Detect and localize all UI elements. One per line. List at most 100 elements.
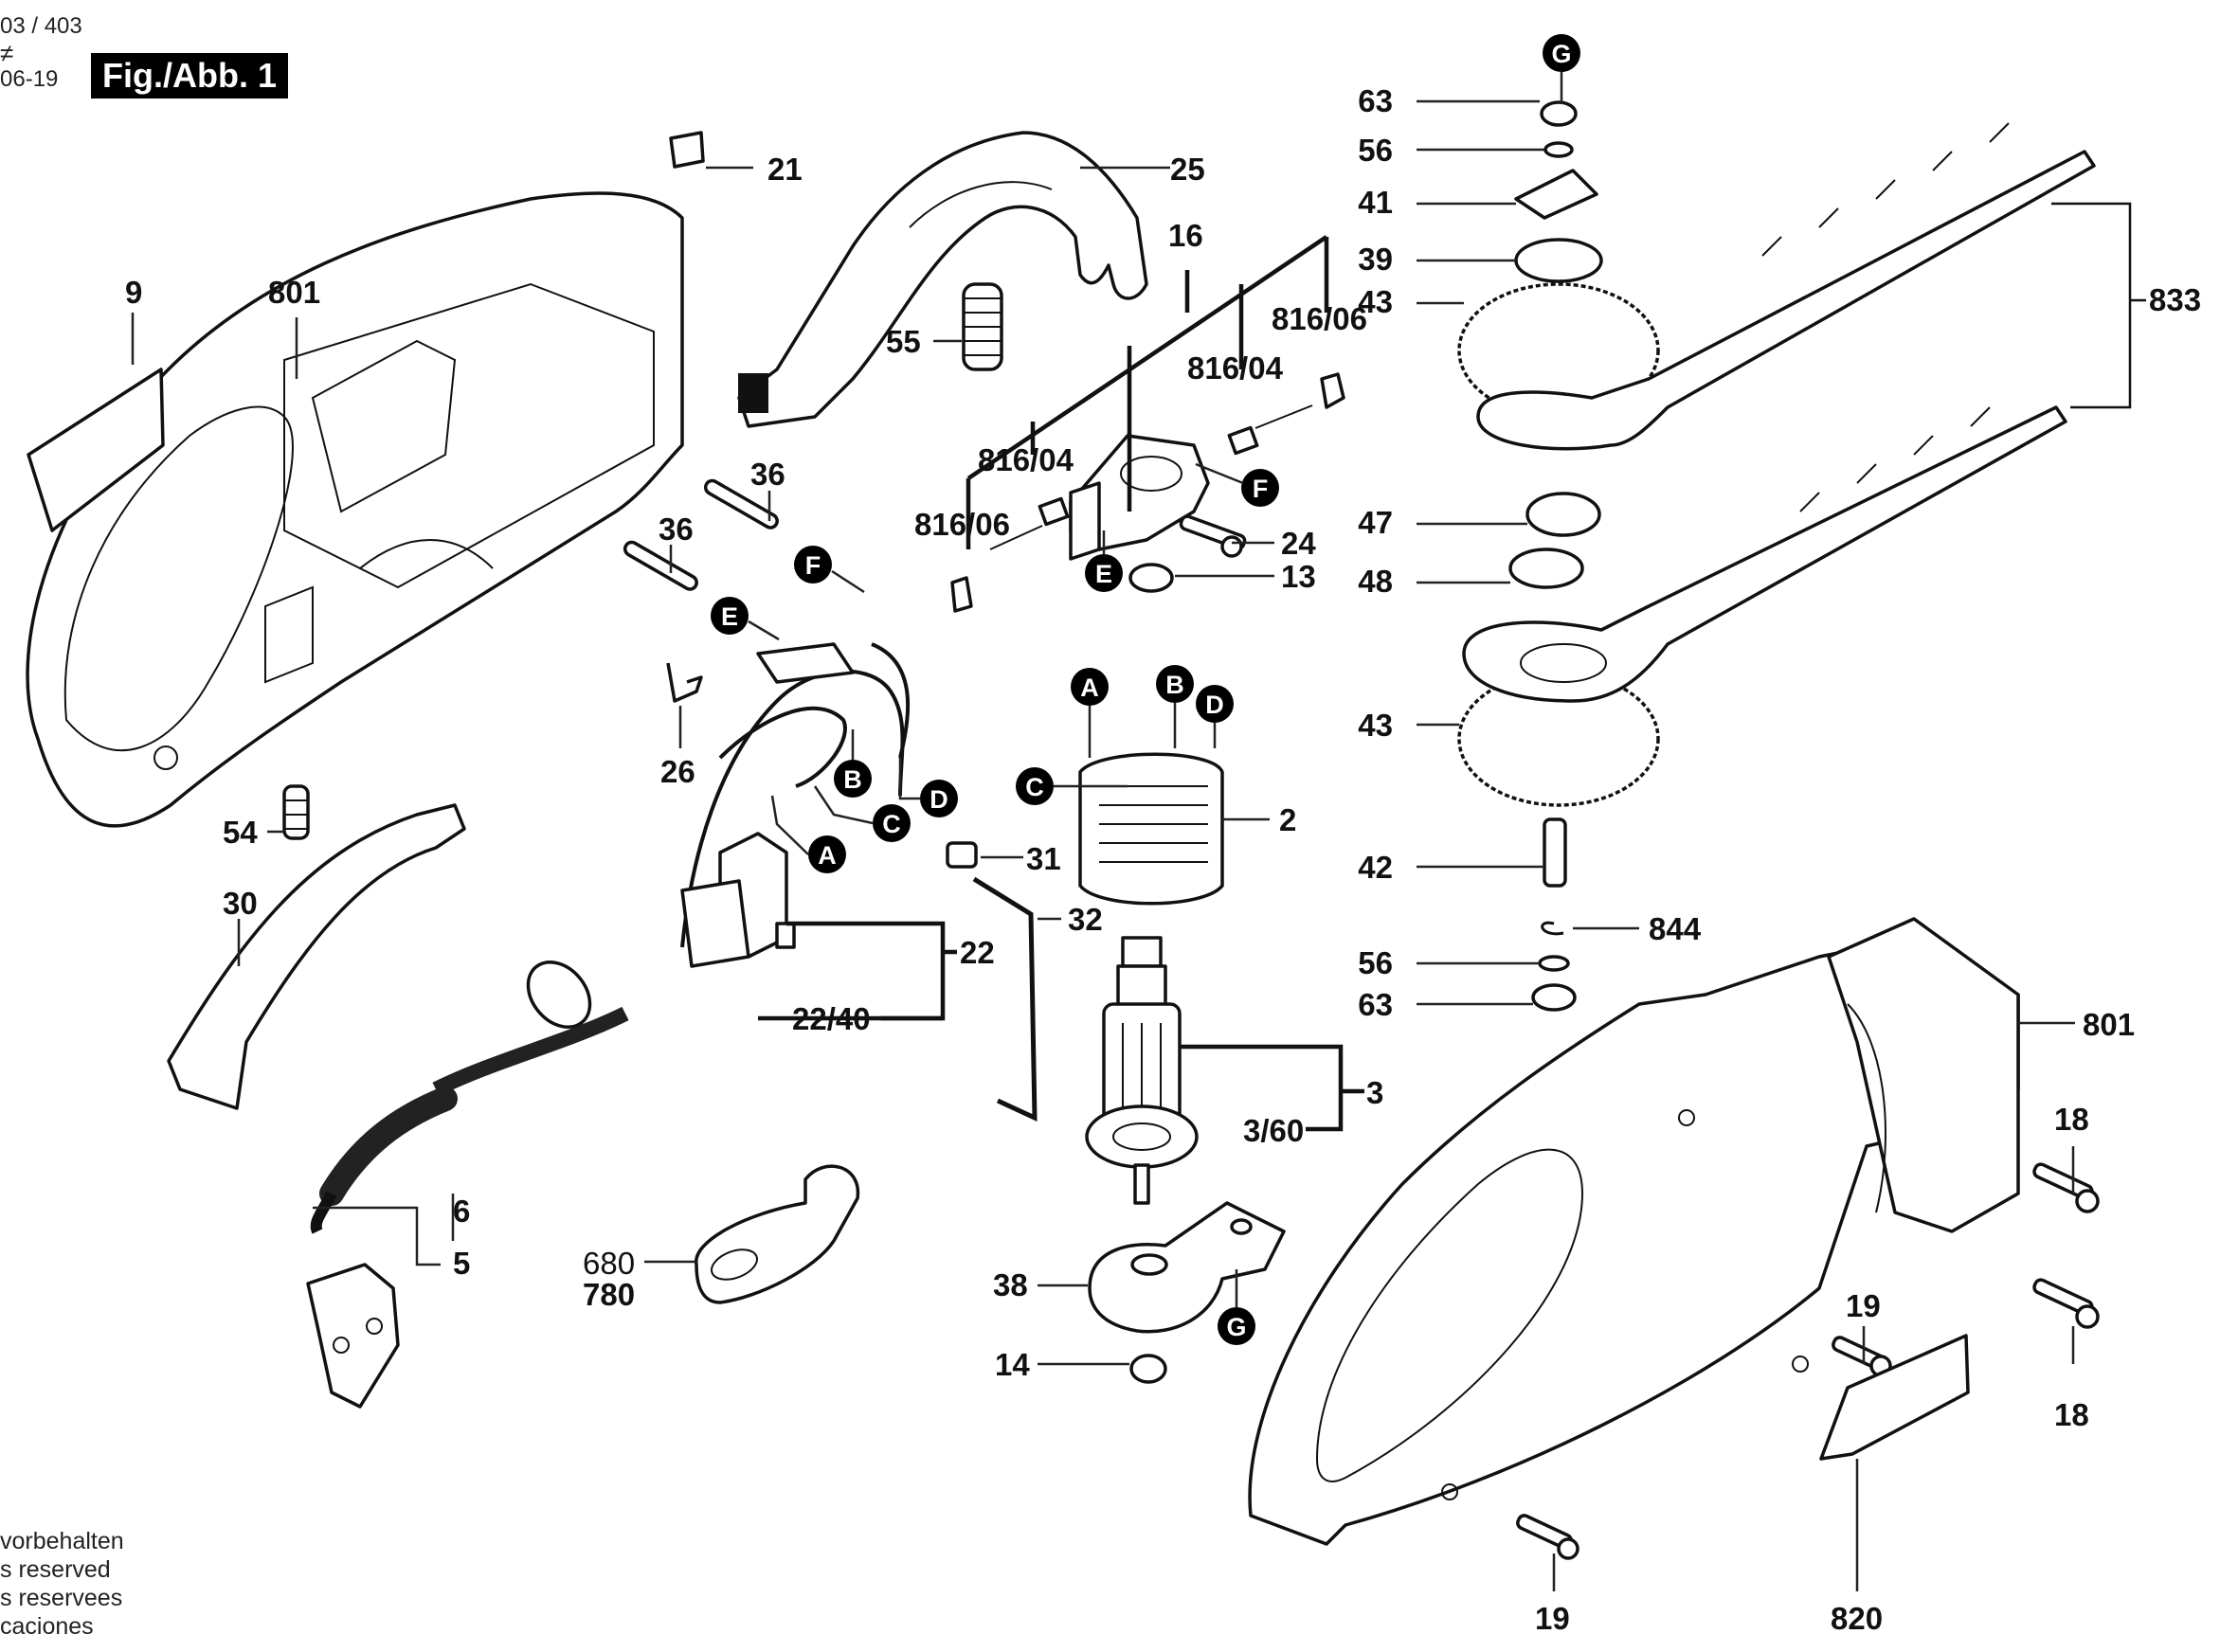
callout-48: 48 [1358, 564, 1393, 599]
callout-21: 21 [767, 152, 803, 187]
connector-G-top: G [1543, 34, 1580, 72]
callout-36-lower: 36 [659, 512, 694, 547]
bracket-3 [1180, 1044, 1364, 1132]
callout-56-upper: 56 [1358, 133, 1393, 168]
connector-E-wire: E [711, 597, 749, 635]
connector-C-wire: C [873, 804, 911, 842]
callout-14: 14 [995, 1347, 1030, 1382]
carbon-brush-lower [1038, 496, 1070, 527]
svg-text:F: F [805, 551, 821, 580]
connector-F-brush: F [1241, 469, 1279, 507]
svg-text:F: F [1253, 475, 1269, 503]
plate-38 [1088, 1201, 1286, 1334]
fan-3-60 [1085, 1104, 1199, 1169]
screw-19-bottom-head [1557, 1537, 1579, 1560]
armature-3 [1085, 936, 1199, 1205]
callout-2: 2 [1279, 802, 1296, 837]
figure-title: Fig./Abb. 1 [91, 53, 288, 99]
brush-spring-upper [1254, 404, 1313, 429]
callout-816-06-lower: 816/06 [914, 507, 1010, 542]
screw-18-lower-head [2075, 1304, 2100, 1329]
svg-text:A: A [1080, 673, 1099, 702]
disc-39 [1514, 238, 1603, 283]
callout-54: 54 [223, 815, 258, 850]
connector-A-wire: A [808, 835, 846, 873]
callout-56-lower: 56 [1358, 945, 1393, 980]
page-reference: 03 / 403 [0, 13, 82, 39]
cover-680 [695, 1164, 860, 1304]
callout-25: 25 [1170, 152, 1205, 187]
callout-32: 32 [1068, 902, 1103, 937]
callout-3-60: 3/60 [1243, 1113, 1304, 1148]
callout-6: 6 [453, 1194, 470, 1229]
footer-line: vorbehalten [0, 1528, 124, 1554]
disc-47 [1525, 492, 1601, 537]
circlip-844 [1541, 921, 1564, 936]
callout-41: 41 [1358, 185, 1393, 220]
callout-43-upper: 43 [1358, 284, 1393, 319]
footer-line: s reservees [0, 1585, 123, 1611]
callout-9: 9 [125, 275, 142, 310]
svg-text:A: A [818, 841, 837, 870]
callout-5: 5 [453, 1246, 470, 1281]
callout-24: 24 [1281, 526, 1316, 561]
nut-63-lower [1531, 983, 1577, 1012]
blade-833-lower [1462, 405, 2067, 703]
spring-55 [962, 282, 1003, 371]
svg-text:D: D [1205, 691, 1224, 719]
handle-25 [737, 131, 1148, 428]
svg-text:B: B [1165, 671, 1184, 699]
connector-C-stator: C [1016, 767, 1054, 805]
brush-clip-upper [1320, 372, 1345, 409]
callout-801-right: 801 [2083, 1007, 2135, 1042]
callout-31: 31 [1026, 841, 1061, 876]
callout-47: 47 [1358, 505, 1393, 540]
guide-30 [167, 803, 466, 1110]
spring-clip-31 [946, 841, 978, 869]
callout-19-right: 19 [1846, 1288, 1881, 1323]
brush-spring-lower [989, 525, 1043, 550]
callout-26: 26 [660, 754, 695, 789]
callout-42: 42 [1358, 850, 1393, 885]
bracket-833 [2051, 202, 2146, 409]
pin-36-lower [623, 540, 698, 591]
svg-text:D: D [930, 785, 948, 814]
footer-line: caciones [0, 1613, 94, 1640]
plug-5 [306, 1263, 400, 1409]
connector-leaders [748, 72, 1563, 1307]
screw-24-head [1220, 535, 1243, 558]
housing-right-801 [1248, 917, 2020, 1546]
callout-816-06-upper: 816/06 [1272, 301, 1367, 336]
connector-B-wire: B [834, 760, 872, 798]
callout-13: 13 [1281, 559, 1316, 594]
connector-G-bottom: G [1218, 1307, 1255, 1345]
svg-text:C: C [1025, 773, 1044, 801]
date-code: 06-19 [0, 66, 59, 92]
callout-816-04-upper: 816/04 [1187, 350, 1284, 386]
callout-38: 38 [993, 1267, 1028, 1302]
callout-680: 680 [583, 1246, 635, 1281]
gear-43-lower [1457, 671, 1660, 807]
callout-39: 39 [1358, 242, 1393, 277]
leader-lines [131, 99, 2075, 1591]
pin-36-upper [703, 478, 779, 530]
clip-26 [666, 662, 703, 703]
svg-text:C: C [882, 810, 901, 838]
handle-switch [738, 373, 768, 413]
no-copy-icon: ≠ [0, 39, 14, 67]
connector-D-stator: D [1196, 685, 1234, 723]
power-cable-6 [310, 961, 629, 1234]
footer-notice: vorbehalten s reserved s reservees cacio… [0, 1527, 124, 1641]
callout-18-lower: 18 [2054, 1397, 2089, 1432]
wiring-harness [680, 642, 911, 968]
wire-32 [972, 876, 1038, 1122]
svg-text:G: G [1226, 1313, 1246, 1341]
plate-41 [1514, 169, 1598, 220]
carbon-brush-upper [1227, 425, 1259, 456]
part-21-tag [669, 131, 705, 169]
disc-48 [1508, 548, 1584, 589]
callout-36-upper: 36 [750, 457, 785, 492]
connector-A-stator: A [1071, 668, 1109, 706]
pin-42 [1543, 817, 1567, 888]
connector-markers: G F E F E B C D A A B D C G [711, 34, 1580, 1345]
